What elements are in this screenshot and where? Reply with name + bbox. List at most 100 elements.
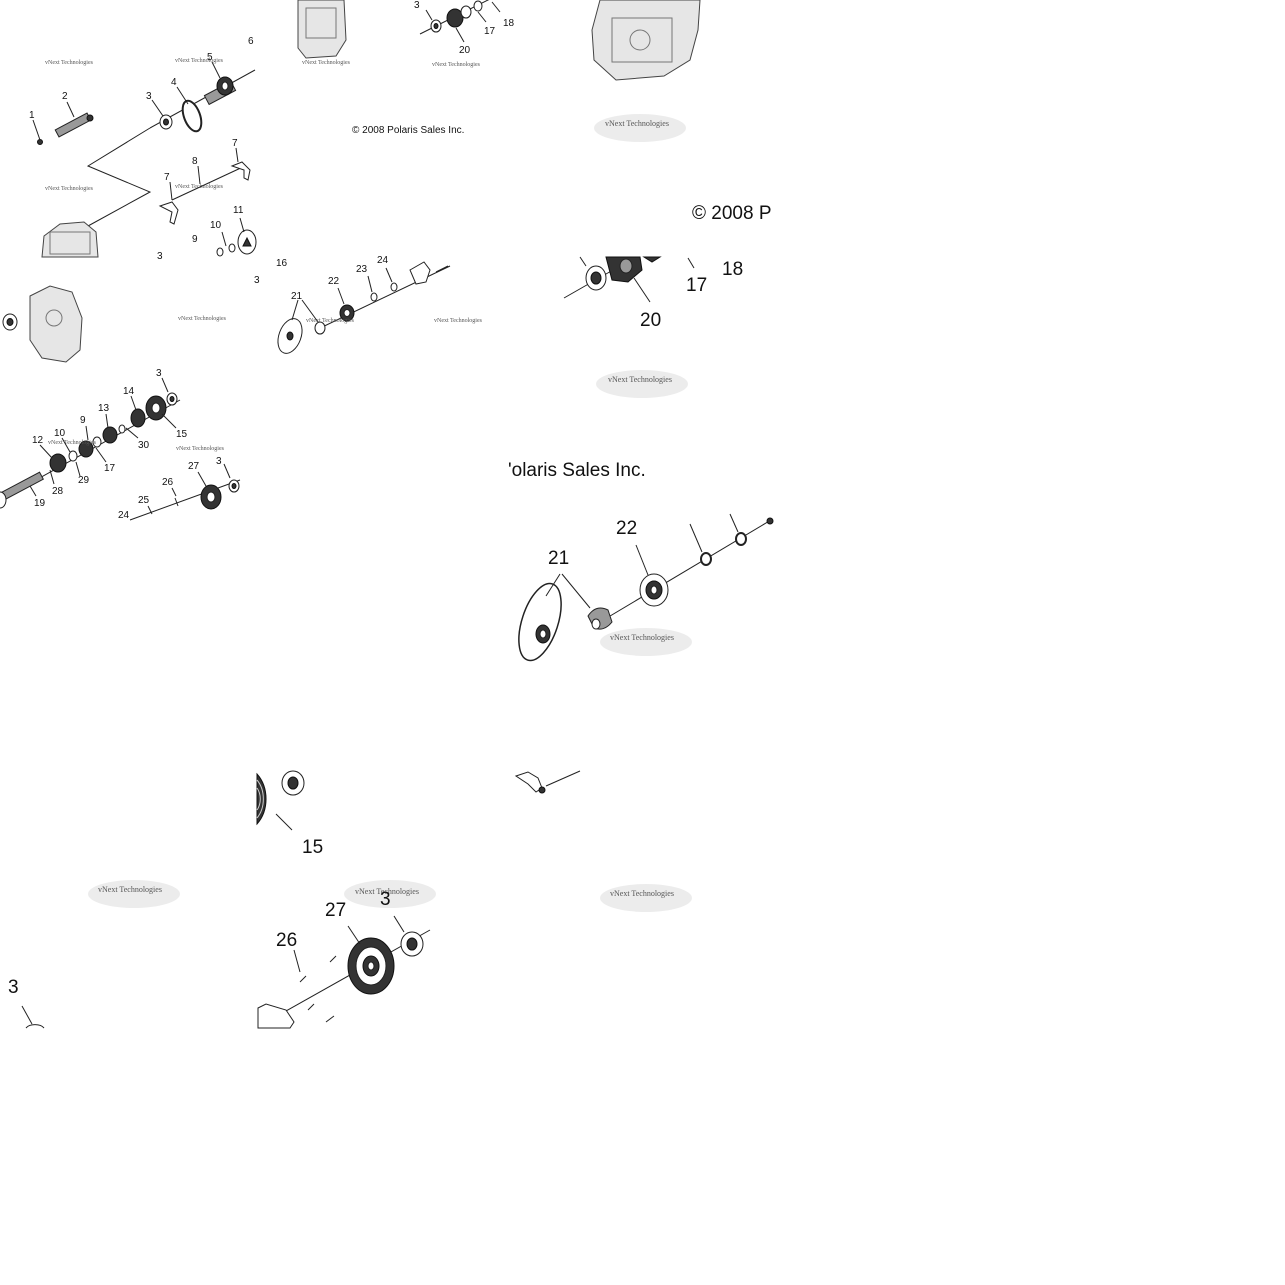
part-housing — [297, 0, 347, 59]
svg-text:18: 18 — [503, 18, 515, 29]
svg-text:vNext Technologies: vNext Technologies — [432, 62, 481, 68]
part-housing — [591, 0, 701, 81]
svg-text:3: 3 — [156, 368, 162, 379]
tile-top-middle: 3 18 17 20 vNext Technologies vNext Tech… — [297, 0, 515, 136]
svg-text:22: 22 — [328, 276, 340, 287]
svg-text:23: 23 — [356, 264, 368, 275]
tile-mid-left: vNext Technologies vNext Techno — [0, 285, 241, 521]
callout-numbers: 27 3 26 — [276, 889, 391, 951]
svg-text:11: 11 — [233, 205, 244, 216]
svg-text:1: 1 — [29, 110, 35, 121]
watermark: vNext Technologies — [600, 628, 692, 656]
svg-text:vNext Technologies: vNext Technologies — [434, 318, 483, 324]
svg-text:21: 21 — [291, 291, 303, 302]
tile-mid-middle: 16 21 22 23 24 3 vNext Technologies vNex… — [254, 255, 483, 354]
svg-text:vNext Technologies: vNext Technologies — [176, 446, 225, 452]
part-shift-fork — [514, 770, 581, 794]
part-bearing — [159, 114, 173, 130]
callout-numbers: 3 14 13 9 10 12 30 15 17 28 29 19 27 3 2… — [32, 368, 222, 521]
svg-text:12: 12 — [32, 435, 44, 446]
svg-text:3: 3 — [157, 251, 163, 262]
svg-text:17: 17 — [686, 275, 707, 296]
part-bearings — [430, 0, 483, 33]
part-housing — [41, 221, 99, 258]
svg-text:3: 3 — [216, 456, 222, 467]
svg-text:3: 3 — [380, 889, 391, 910]
copyright-text: 'olaris Sales Inc. — [508, 460, 646, 481]
watermark: vNext Technologies — [178, 316, 227, 322]
svg-text:3: 3 — [146, 91, 152, 102]
svg-text:6: 6 — [248, 36, 254, 47]
part-shift-fork-rail — [158, 161, 251, 225]
svg-text:vNext Technologies: vNext Technologies — [175, 58, 224, 64]
svg-text:vNext Technologies: vNext Technologies — [610, 633, 674, 642]
svg-text:16: 16 — [276, 258, 288, 269]
watermark: vNext Technologies vNext Technologies — [48, 440, 225, 452]
svg-text:17: 17 — [484, 26, 496, 37]
callout-number: 15 — [302, 837, 323, 858]
part-drive-clutch — [277, 261, 449, 354]
callout-numbers: 1 2 3 4 5 6 7 7 8 9 10 11 3 — [29, 36, 254, 262]
svg-text:27: 27 — [188, 461, 200, 472]
svg-text:vNext Technologies: vNext Technologies — [355, 887, 419, 896]
svg-text:vNext Technologies: vNext Technologies — [48, 440, 97, 446]
svg-text:vNext Technologies: vNext Technologies — [610, 889, 674, 898]
svg-text:7: 7 — [232, 138, 238, 149]
part-gear-shaft — [203, 76, 237, 106]
svg-text:9: 9 — [192, 234, 198, 245]
copyright-text: © 2008 P — [692, 203, 772, 224]
svg-text:29: 29 — [78, 475, 90, 486]
callout-numbers: 21 22 — [548, 518, 637, 569]
callout-numbers: 18 17 20 — [640, 259, 743, 331]
svg-text:26: 26 — [162, 477, 174, 488]
svg-text:4: 4 — [171, 77, 177, 88]
svg-text:vNext Technologies: vNext Technologies — [306, 318, 355, 324]
svg-text:vNext Technologies: vNext Technologies — [302, 60, 351, 66]
part-bearings — [585, 256, 662, 291]
leader-lines — [291, 267, 393, 323]
svg-text:17: 17 — [104, 463, 116, 474]
svg-text:10: 10 — [210, 220, 222, 231]
leader-lines — [32, 61, 245, 247]
watermark: vNext Technologies — [596, 370, 688, 398]
leader-lines — [29, 377, 231, 515]
svg-text:15: 15 — [176, 429, 188, 440]
svg-text:13: 13 — [98, 403, 110, 414]
svg-text:vNext Technologies: vNext Technologies — [98, 885, 162, 894]
svg-text:20: 20 — [640, 310, 661, 331]
svg-text:3: 3 — [254, 275, 260, 286]
part-chain — [181, 99, 203, 133]
leader-line — [275, 813, 293, 831]
svg-text:vNext Technologies: vNext Technologies — [608, 375, 672, 384]
watermark: vNext Technologies vNext Technologies — [306, 318, 483, 324]
part-bearing — [25, 1024, 45, 1029]
svg-text:28: 28 — [52, 486, 64, 497]
callout-numbers: 3 18 17 20 — [414, 0, 515, 56]
svg-text:8: 8 — [192, 156, 198, 167]
svg-text:vNext Technologies: vNext Technologies — [45, 60, 94, 66]
part-drive-clutch — [518, 517, 774, 662]
svg-text:24: 24 — [377, 255, 389, 266]
tile-zoom-output: 27 3 26 — [257, 889, 431, 1029]
svg-text:20: 20 — [459, 45, 471, 56]
part-washers — [216, 229, 257, 257]
tile-top-right: vNext Technologies © 2008 P — [591, 0, 772, 224]
svg-text:24: 24 — [118, 510, 130, 521]
svg-text:vNext Technologies: vNext Technologies — [605, 119, 669, 128]
svg-text:30: 30 — [138, 440, 150, 451]
svg-text:2: 2 — [62, 91, 68, 102]
callout-numbers: 16 21 22 23 24 3 — [254, 255, 389, 302]
svg-text:27: 27 — [325, 900, 346, 921]
part-gear-stack — [0, 392, 178, 509]
svg-text:19: 19 — [34, 498, 46, 509]
part-output-gear — [347, 931, 424, 995]
part-lower-gears — [129, 479, 241, 521]
svg-text:18: 18 — [722, 259, 743, 280]
svg-text:26: 26 — [276, 930, 297, 951]
callout-number: 3 — [8, 977, 19, 998]
svg-text:9: 9 — [80, 415, 86, 426]
part-case-cover — [2, 285, 83, 363]
leader-lines — [425, 1, 501, 43]
tile-top-left: vNext Technologies vNext Technologies vN… — [29, 36, 257, 262]
